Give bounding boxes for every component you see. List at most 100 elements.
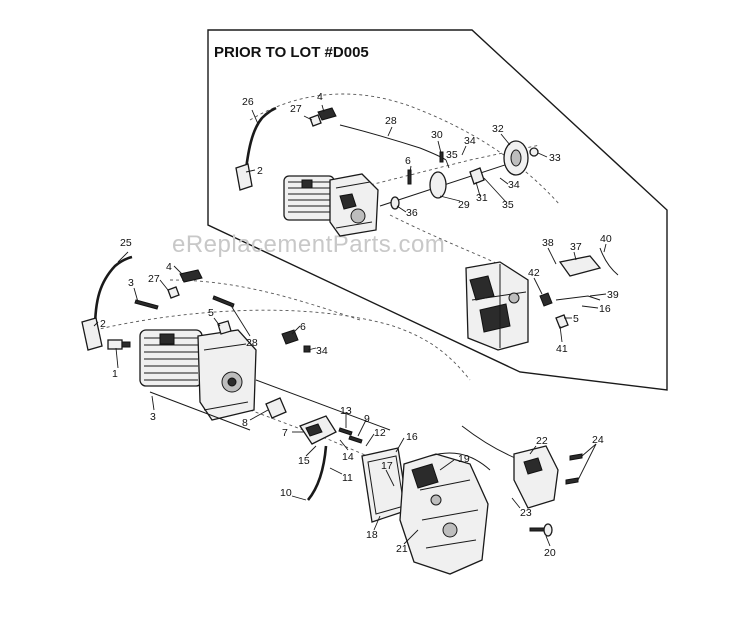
- callout: 5: [573, 313, 579, 325]
- watermark: eReplacementParts.com: [172, 231, 445, 258]
- crank-shaft: [255, 379, 391, 431]
- callout: 35: [446, 149, 458, 161]
- bracket-6: [281, 329, 299, 345]
- callout: 34: [316, 345, 328, 357]
- ignition-module: [299, 415, 337, 445]
- callout: 2: [100, 318, 106, 330]
- inset-nut-33: [529, 147, 539, 157]
- bracket-4: [179, 269, 203, 283]
- callout: 24: [592, 434, 604, 446]
- callout: 28: [385, 115, 397, 127]
- throttle-bracket: [513, 445, 559, 509]
- callout: 23: [520, 507, 532, 519]
- callout: 28: [246, 337, 258, 349]
- callout: 27: [148, 273, 160, 285]
- inset-drawing: [235, 93, 619, 351]
- callout: 34: [464, 135, 476, 147]
- screw-13: [338, 427, 353, 436]
- inset-frame: [207, 29, 668, 391]
- callout: 14: [342, 451, 354, 463]
- inset-crank-shaft: [379, 159, 521, 207]
- callout: 34: [508, 179, 520, 191]
- inset-title: PRIOR TO LOT #D005: [214, 44, 369, 61]
- inset-bracket-4: [317, 107, 337, 121]
- callout: 40: [600, 233, 612, 245]
- callout: 2: [257, 165, 263, 177]
- main-drawing: [81, 255, 583, 575]
- leader-lines: [93, 104, 607, 547]
- callout: 5: [208, 307, 214, 319]
- inset-cylinder: [283, 175, 335, 221]
- callout: 35: [502, 199, 514, 211]
- bolt-20: [529, 523, 553, 537]
- callout: 1: [112, 368, 118, 380]
- inset-callouts: 26 27 4 28 30 34 32 33 35 6 2 34 29 31 3…: [242, 91, 619, 355]
- clip-27: [167, 286, 180, 299]
- nut-34: [303, 345, 311, 353]
- inset-bracket-31: [469, 167, 485, 185]
- callout: 4: [317, 91, 323, 103]
- callout: 7: [282, 427, 288, 439]
- callout: 6: [300, 321, 306, 333]
- callout: 4: [166, 261, 172, 273]
- inset-crankcase: [329, 173, 379, 237]
- callout: 19: [458, 453, 470, 465]
- long-bolt: [149, 391, 251, 431]
- callout: 42: [528, 267, 540, 279]
- callout: 29: [458, 199, 470, 211]
- inset-cap-5: [555, 314, 569, 329]
- spark-plug-boot: [81, 317, 103, 351]
- inset-throttle-cable: [339, 124, 447, 161]
- callout: 25: [120, 237, 132, 249]
- spark-plug: [107, 339, 131, 350]
- inset-handle-housing: [465, 261, 529, 351]
- callout: 15: [298, 455, 310, 467]
- inset-connector-42: [539, 292, 553, 307]
- callout: 8: [242, 417, 248, 429]
- inset-wire-40: [599, 247, 619, 276]
- callout: 22: [536, 435, 548, 447]
- callout: 9: [364, 413, 370, 425]
- screw-3-top: [134, 299, 159, 310]
- inset-washer-36: [390, 196, 400, 210]
- callout: 3: [150, 411, 156, 423]
- inset-clip-27: [309, 114, 322, 127]
- main-callouts: 25 27 4 3 2 1 5 28 6 34 3 8 13 9 7 12 16…: [100, 237, 604, 559]
- callout: 39: [607, 289, 619, 301]
- callout: 32: [492, 123, 504, 135]
- callout: 26: [242, 96, 254, 108]
- callout: 16: [599, 303, 611, 315]
- callout: 30: [431, 129, 443, 141]
- callout: 21: [396, 543, 408, 555]
- callout: 18: [366, 529, 378, 541]
- callout: 13: [340, 405, 352, 417]
- callout: 31: [476, 192, 488, 204]
- ignition-wire: [93, 255, 133, 331]
- callout: 16: [406, 431, 418, 443]
- callout: 36: [406, 207, 418, 219]
- callout: 27: [290, 103, 302, 115]
- callout: 37: [570, 241, 582, 253]
- inset-switch-37: [558, 255, 602, 277]
- callout: 10: [280, 487, 292, 499]
- screw-24-a: [569, 453, 583, 461]
- callout: 38: [542, 237, 554, 249]
- seal-plate: [265, 397, 287, 419]
- callout: 11: [342, 472, 353, 484]
- inset-screw-30: [439, 151, 444, 163]
- callout: 20: [544, 547, 556, 559]
- cap-5: [217, 320, 232, 335]
- callout: 6: [405, 155, 411, 167]
- inset-screw-6: [407, 169, 412, 185]
- callout: 33: [549, 152, 561, 164]
- crankcase: [197, 329, 257, 421]
- screw-24-b: [565, 477, 579, 485]
- callout: 41: [556, 343, 568, 355]
- screw-28: [212, 295, 235, 308]
- handle-housing: [399, 453, 489, 575]
- cylinder: [139, 329, 203, 387]
- inset-spark-plug-boot: [235, 163, 253, 191]
- inset-ignition-wire: [243, 106, 277, 179]
